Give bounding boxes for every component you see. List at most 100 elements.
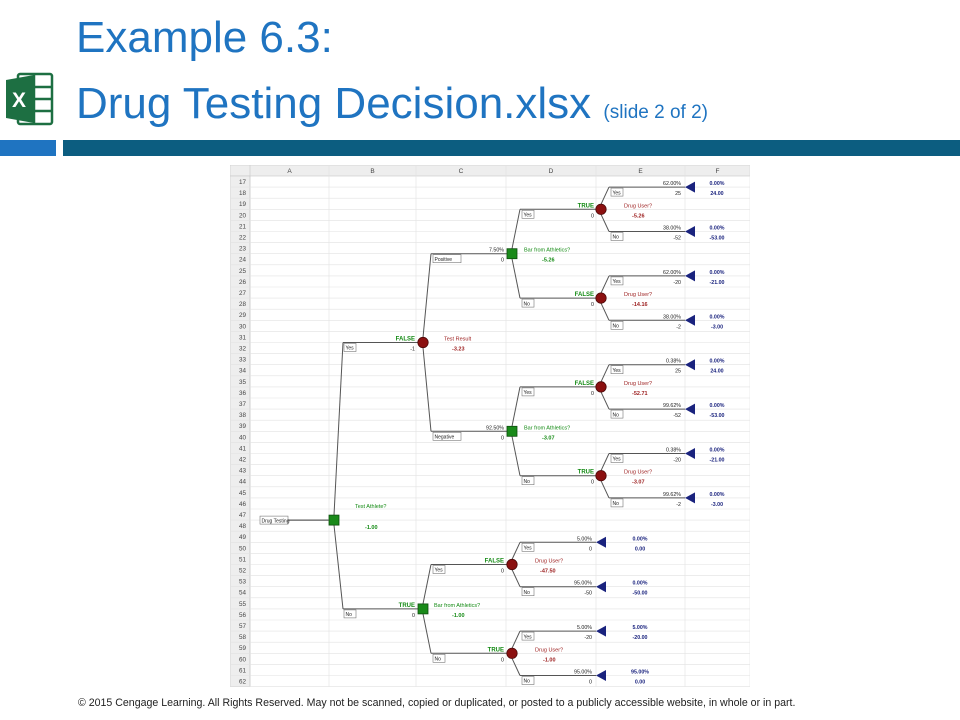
tree-branch-line xyxy=(600,391,610,410)
branch-probability: 99.62% xyxy=(663,403,681,409)
row-number[interactable]: 38 xyxy=(239,412,247,419)
row-number[interactable]: 21 xyxy=(239,223,247,230)
tree-branch-line xyxy=(600,480,610,499)
branch-label: No xyxy=(613,412,620,418)
row-number[interactable]: 61 xyxy=(239,667,247,674)
branch-negative-box xyxy=(432,431,462,441)
terminal-node-t12 xyxy=(596,670,606,681)
chance-title: Drug User? xyxy=(624,203,652,209)
terminal-probability: 0.00% xyxy=(709,403,724,409)
row-number[interactable]: 41 xyxy=(239,445,247,452)
branch-label: Yes xyxy=(524,546,533,552)
row-number[interactable]: 43 xyxy=(239,468,247,475)
branch-cost: 0 xyxy=(591,213,594,219)
branch-label: Yes xyxy=(524,213,533,219)
row-number[interactable]: 26 xyxy=(239,279,247,286)
row-number[interactable]: 62 xyxy=(239,679,247,686)
row-number[interactable]: 46 xyxy=(239,501,247,508)
row-number[interactable]: 34 xyxy=(239,368,247,375)
branch-payoff: -20 xyxy=(584,635,592,641)
row-number[interactable]: 40 xyxy=(239,434,247,441)
title-subtitle: (slide 2 of 2) xyxy=(603,102,708,123)
column-header[interactable]: B xyxy=(370,168,374,175)
row-number[interactable]: 39 xyxy=(239,423,247,430)
row-number[interactable]: 56 xyxy=(239,612,247,619)
branch-label-box xyxy=(521,631,535,641)
row-number[interactable]: 29 xyxy=(239,312,247,319)
title-file-name: Drug Testing Decision.xlsx xyxy=(76,79,592,128)
row-number[interactable]: 50 xyxy=(239,545,247,552)
decision-node-bar-positive xyxy=(506,248,518,260)
row-number[interactable]: 54 xyxy=(239,590,247,597)
chance-value: -52.71 xyxy=(632,391,648,397)
column-header-bar xyxy=(230,165,750,177)
row-number[interactable]: 31 xyxy=(239,334,247,341)
row-number[interactable]: 27 xyxy=(239,290,247,297)
slide-title: Example 6.3: Drug Testing Decision.xlsx … xyxy=(76,16,956,134)
branch-label: No xyxy=(524,479,531,485)
row-number[interactable]: 53 xyxy=(239,579,247,586)
tree-branch-line xyxy=(333,525,344,609)
branch-payoff: -2 xyxy=(676,324,681,330)
title-rule-right xyxy=(63,140,960,156)
column-header[interactable]: C xyxy=(459,168,464,175)
row-number[interactable]: 58 xyxy=(239,634,247,641)
row-number[interactable]: 44 xyxy=(239,479,247,486)
row-number[interactable]: 32 xyxy=(239,346,247,353)
branch-cost: 0 xyxy=(591,391,594,397)
row-number[interactable]: 42 xyxy=(239,457,247,464)
row-number[interactable]: 20 xyxy=(239,212,247,219)
branch-label: No xyxy=(613,235,620,241)
excel-icon-letter: X xyxy=(12,89,26,112)
tree-branch-line xyxy=(422,564,432,604)
branch-label: Positive xyxy=(435,257,453,263)
chance-value: -1.00 xyxy=(543,657,556,663)
row-number[interactable]: 60 xyxy=(239,656,247,663)
row-number[interactable]: 36 xyxy=(239,390,247,397)
spreadsheet-decision-tree[interactable]: A B C D E F 17 18 19 20 21 22 23 24 25 26 27 28 29 30 31 32 33… xyxy=(230,165,750,689)
tree-branch-line xyxy=(511,630,521,649)
row-number[interactable]: 23 xyxy=(239,246,247,253)
column-header[interactable]: E xyxy=(638,168,643,175)
decision-value: -1.00 xyxy=(365,525,378,531)
row-number[interactable]: 19 xyxy=(239,201,247,208)
row-number[interactable]: 25 xyxy=(239,268,247,275)
branch-payoff: -2 xyxy=(676,502,681,508)
row-number[interactable]: 22 xyxy=(239,235,247,242)
terminal-probability: 0.00% xyxy=(632,536,647,542)
row-number[interactable]: 55 xyxy=(239,601,247,608)
branch-probability: 5.00% xyxy=(577,536,592,542)
row-number[interactable]: 47 xyxy=(239,512,247,519)
tree-branch-line xyxy=(511,658,521,676)
row-number[interactable]: 33 xyxy=(239,357,247,364)
column-header[interactable]: A xyxy=(287,168,292,175)
branch-flag: FALSE xyxy=(485,559,504,565)
row-number[interactable]: 24 xyxy=(239,257,247,264)
row-number[interactable]: 52 xyxy=(239,568,247,575)
row-number[interactable]: 30 xyxy=(239,323,247,330)
branch-label: No xyxy=(435,657,442,663)
branch-yes-box xyxy=(343,343,357,352)
row-number[interactable]: 57 xyxy=(239,623,247,630)
row-number[interactable]: 17 xyxy=(239,179,247,186)
row-number[interactable]: 48 xyxy=(239,523,247,530)
tree-branch-line xyxy=(511,542,521,560)
branch-probability: 38.00% xyxy=(663,226,681,232)
row-number[interactable]: 37 xyxy=(239,401,247,408)
column-header[interactable]: F xyxy=(716,168,720,175)
chance-title: Test Result xyxy=(444,337,472,343)
terminal-node-t2 xyxy=(685,226,695,237)
branch-label-box xyxy=(610,454,624,463)
row-number[interactable]: 45 xyxy=(239,490,247,497)
branch-label: Yes xyxy=(613,279,622,285)
row-number[interactable]: 28 xyxy=(239,301,247,308)
terminal-node-t6 xyxy=(685,403,695,415)
column-header[interactable]: D xyxy=(549,168,554,175)
row-number[interactable]: 18 xyxy=(239,190,247,197)
branch-probability: 38.00% xyxy=(663,314,681,320)
row-number[interactable]: 51 xyxy=(239,556,247,563)
row-number[interactable]: 35 xyxy=(239,379,247,386)
row-number[interactable]: 59 xyxy=(239,645,247,652)
row-number[interactable]: 49 xyxy=(239,534,247,541)
branch-flag: FALSE xyxy=(396,337,415,343)
